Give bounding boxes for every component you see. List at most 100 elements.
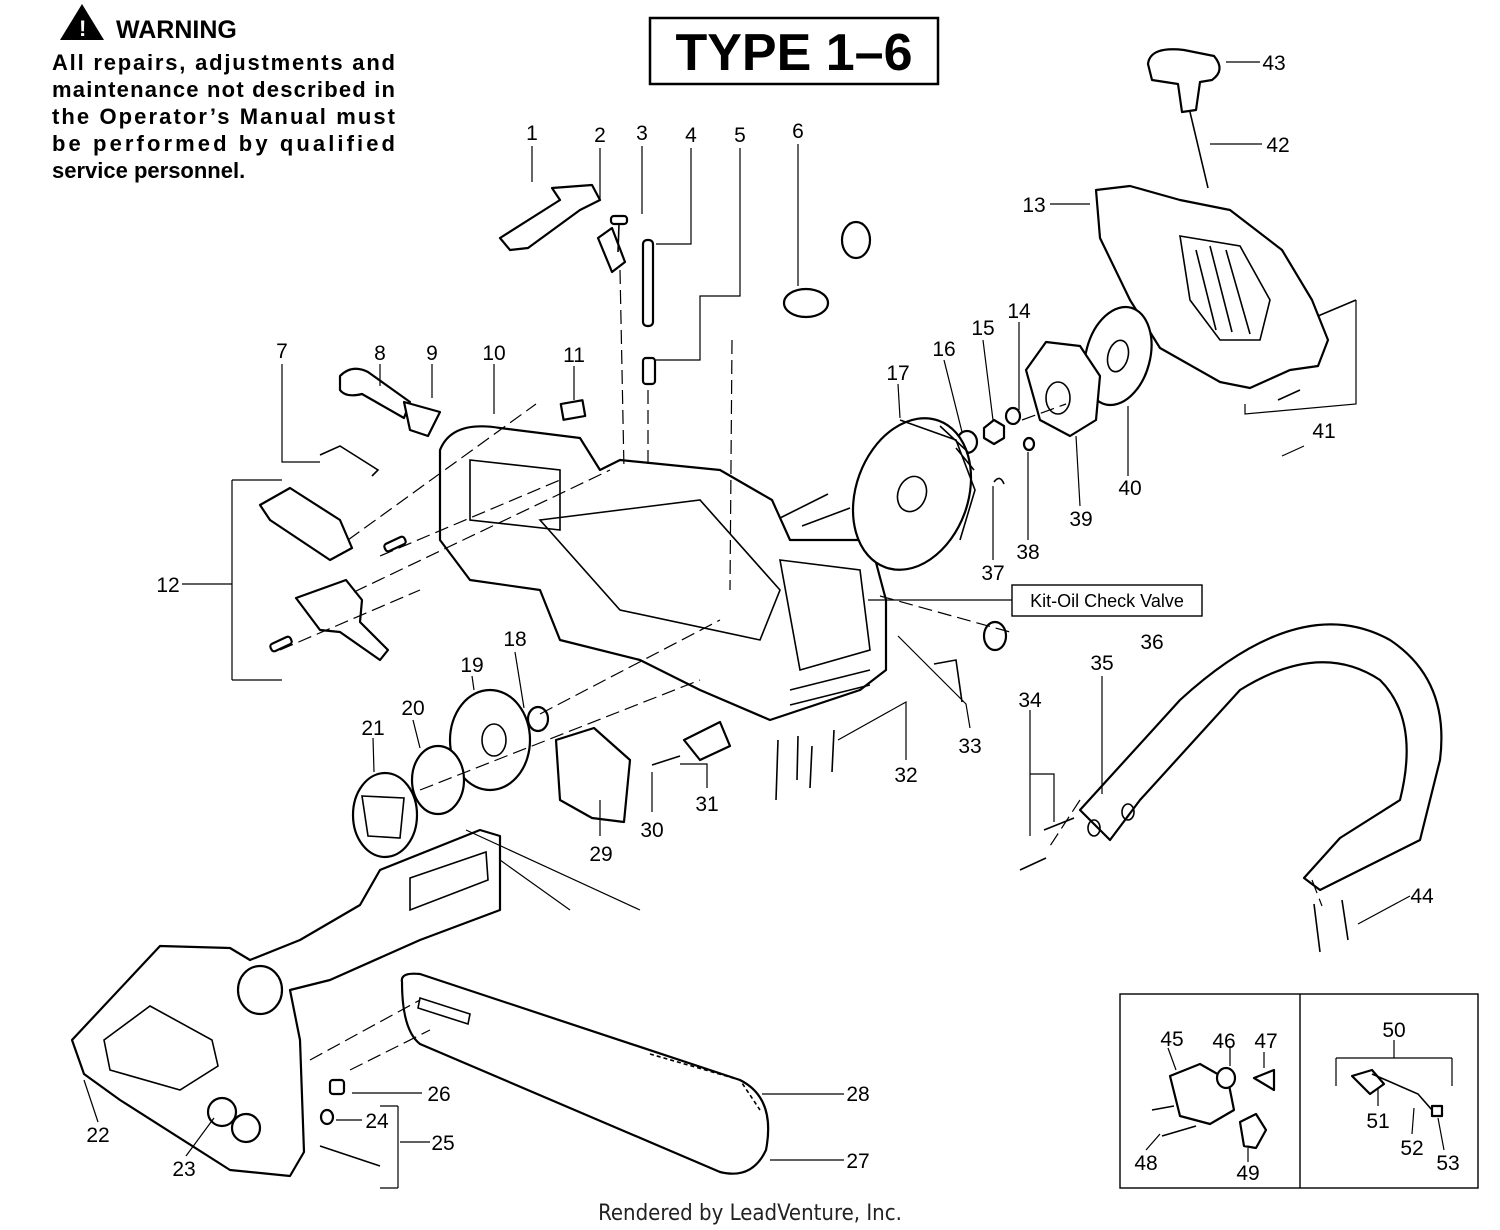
screw-34a: [1043, 817, 1075, 831]
bolts-32: [775, 729, 835, 801]
throttle-lock-lever: [498, 183, 602, 252]
screw-34b: [1019, 857, 1047, 871]
callout-51: 51: [1366, 1110, 1389, 1133]
oil-hose-51: [1350, 1068, 1386, 1096]
callout-22: 22: [86, 1124, 109, 1147]
callout-26: 26: [427, 1083, 450, 1106]
starter-pawl-39: [1024, 340, 1102, 438]
callout-46: 46: [1212, 1030, 1235, 1053]
plate-29: [554, 726, 632, 824]
callout-48: 48: [1134, 1152, 1157, 1175]
warning-block: ! WARNING All repairs, adjustments and m…: [52, 4, 396, 183]
part-31: [682, 720, 732, 762]
callout-5: 5: [734, 124, 746, 147]
nut-15: [982, 418, 1006, 446]
callout-20: 20: [401, 697, 424, 720]
bar-nut-b: [230, 1112, 262, 1144]
part-47: [1252, 1068, 1276, 1092]
callout-1: 1: [526, 122, 538, 145]
callout-53: 53: [1436, 1152, 1459, 1175]
warning-title: WARNING: [116, 16, 237, 44]
screw-3: [609, 214, 629, 253]
callout-31: 31: [695, 793, 718, 816]
type-title-box: TYPE 1–6: [648, 16, 940, 86]
screw-48a: [1151, 1105, 1175, 1111]
callout-37: 37: [981, 562, 1004, 585]
saw-chain: [649, 1053, 761, 1111]
callout-17: 17: [886, 362, 909, 385]
callout-39: 39: [1069, 508, 1092, 531]
spring-46: [1215, 1066, 1237, 1090]
front-handle-bar: [1078, 623, 1443, 892]
screw-44a: [1313, 903, 1321, 953]
callout-25: 25: [431, 1132, 454, 1155]
callout-34: 34: [1018, 689, 1042, 712]
washer-38: [1022, 436, 1036, 452]
callout-45: 45: [1160, 1028, 1183, 1051]
callout-10: 10: [482, 342, 505, 365]
starter-handle: [1146, 48, 1221, 114]
warning-line-3: the Operator’s Manual must: [52, 104, 396, 129]
handle-part-12b: [294, 578, 390, 662]
tension-screw-25: [319, 1145, 381, 1167]
callout-labels: 1 2 3 4 5 6 7 8 9 10 11 12 13 14 15 16 1…: [86, 52, 1459, 1185]
callout-6: 6: [792, 120, 804, 143]
oil-hose-52: [1371, 1073, 1433, 1111]
callout-32: 32: [894, 764, 917, 787]
part-24: [319, 1108, 335, 1126]
callout-27: 27: [846, 1150, 869, 1173]
choke-rod: [402, 400, 442, 438]
callout-50: 50: [1382, 1019, 1405, 1042]
callout-8: 8: [374, 342, 386, 365]
filter-53: [1430, 1104, 1444, 1118]
warning-line-5: service personnel.: [52, 158, 245, 183]
button-11: [559, 399, 587, 421]
screws-41: [1277, 299, 1357, 401]
callout-21: 21: [361, 717, 384, 740]
callout-42: 42: [1266, 134, 1289, 157]
callout-38: 38: [1016, 541, 1039, 564]
clutch-21: [351, 771, 419, 859]
callout-43: 43: [1262, 52, 1285, 75]
bolt-b: [801, 507, 851, 527]
callout-47: 47: [1254, 1030, 1277, 1053]
guide-bar: [400, 972, 770, 1175]
kit-oil-check-valve-label: Kit-Oil Check Valve: [1011, 584, 1203, 617]
svg-text:!: !: [79, 16, 86, 41]
warning-line-2: maintenance not described in: [52, 77, 395, 102]
callout-41: 41: [1312, 420, 1335, 443]
main-housing: [438, 425, 888, 722]
callout-29: 29: [589, 843, 612, 866]
bolt-a: [779, 493, 829, 519]
throttle-rod: [641, 238, 655, 328]
callout-7: 7: [276, 340, 288, 363]
callout-16: 16: [932, 338, 955, 361]
clutch-drum: [448, 688, 532, 792]
throttle-clip: [596, 226, 627, 274]
inset-box: [1119, 993, 1479, 1189]
callout-23: 23: [172, 1158, 195, 1181]
spring-wire-7: [319, 445, 380, 477]
callout-33: 33: [958, 735, 981, 758]
callout-9: 9: [426, 342, 438, 365]
washer-14: [1004, 406, 1022, 426]
leader-lines: [83, 61, 1411, 1189]
callout-52: 52: [1400, 1137, 1423, 1160]
callout-24: 24: [365, 1110, 389, 1133]
type-title: TYPE 1–6: [675, 24, 912, 82]
callout-30: 30: [640, 819, 663, 842]
callout-40: 40: [1118, 477, 1141, 500]
screw-48b: [1161, 1125, 1197, 1137]
callout-49: 49: [1236, 1162, 1259, 1185]
center-lines: [279, 269, 1323, 1071]
callout-15: 15: [971, 317, 994, 340]
callout-18: 18: [503, 628, 526, 651]
callout-2: 2: [594, 124, 606, 147]
oil-cap: [782, 220, 872, 319]
starter-rope: [1189, 111, 1209, 189]
callout-28: 28: [846, 1083, 869, 1106]
callout-12: 12: [156, 574, 179, 597]
callout-13: 13: [1022, 194, 1045, 217]
part-26: [328, 1078, 346, 1096]
